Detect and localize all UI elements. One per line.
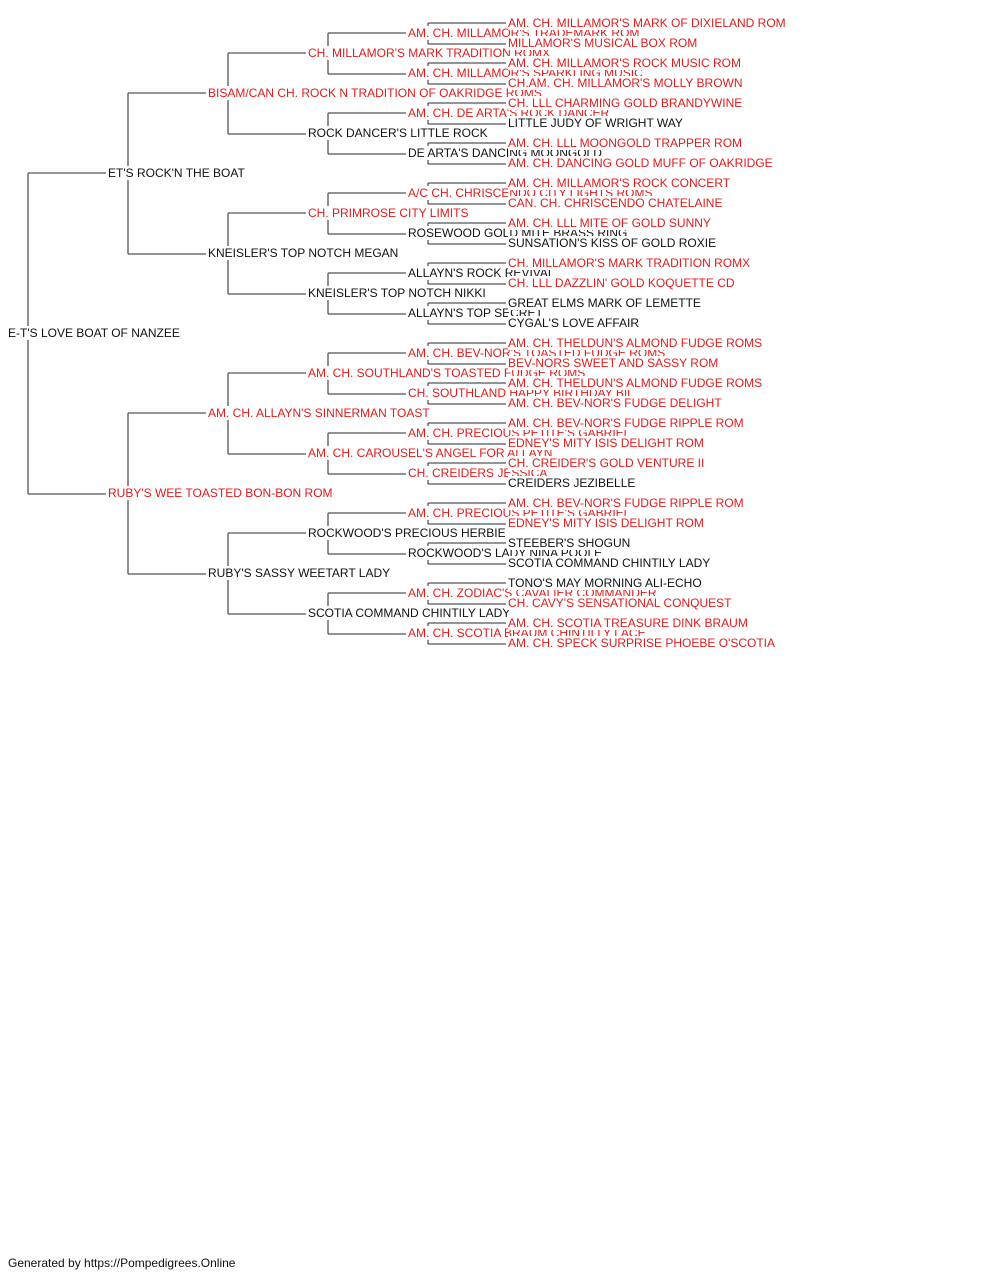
pedigree-entry-pedigree.dam.sire.dam.dam.dam: CREIDERS JEZIBELLE: [508, 476, 638, 490]
pedigree-entry-pedigree.dam.dam.dam.dam.sire: AM. CH. SCOTIA TREASURE DINK BRAUM: [508, 616, 750, 630]
pedigree-entry-pedigree.sire.dam.dam.dam.dam: CYGAL'S LOVE AFFAIR: [508, 316, 642, 330]
pedigree-entry-pedigree.sire.sire.dam.dam.sire: AM. CH. LLL MOONGOLD TRAPPER ROM: [508, 136, 745, 150]
pedigree-entry-pedigree.dam.dam.dam.dam.dam: AM. CH. SPECK SURPRISE PHOEBE O'SCOTIA: [508, 636, 778, 650]
pedigree-entry-pedigree.dam.dam.dam.sire.sire: TONO'S MAY MORNING ALI-ECHO: [508, 576, 704, 590]
pedigree-entry-pedigree.dam.sire: AM. CH. ALLAYN'S SINNERMAN TOAST: [208, 406, 432, 420]
pedigree-entry-pedigree.dam.sire.sire.dam.sire: AM. CH. THELDUN'S ALMOND FUDGE ROMS: [508, 376, 765, 390]
pedigree-entry-pedigree.sire.dam.sire.sire.sire: AM. CH. MILLAMOR'S ROCK CONCERT: [508, 176, 733, 190]
pedigree-entry-pedigree.sire.dam.dam.sire.dam: CH. LLL DAZZLIN' GOLD KOQUETTE CD: [508, 276, 737, 290]
pedigree-entry-pedigree.dam.dam.dam.sire.dam: CH. CAVY'S SENSATIONAL CONQUEST: [508, 596, 734, 610]
pedigree-entry-pedigree.dam.dam.sire.sire.dam: EDNEY'S MITY ISIS DELIGHT ROM: [508, 516, 706, 530]
pedigree-entry-pedigree.dam.sire.dam: AM. CH. CAROUSEL'S ANGEL FOR ALLAYN: [308, 446, 555, 460]
pedigree-entry-pedigree.sire.dam.sire.dam.sire: AM. CH. LLL MITE OF GOLD SUNNY: [508, 216, 713, 230]
pedigree-entry-pedigree.sire.dam: KNEISLER'S TOP NOTCH MEGAN: [208, 246, 401, 260]
pedigree-entry-pedigree.dam.sire.dam.sire.dam: EDNEY'S MITY ISIS DELIGHT ROM: [508, 436, 706, 450]
pedigree-entry-pedigree.dam.dam: RUBY'S SASSY WEETART LADY: [208, 566, 393, 580]
pedigree-entry-pedigree.sire.sire.dam.dam.dam: AM. CH. DANCING GOLD MUFF OF OAKRIDGE: [508, 156, 775, 170]
pedigree-entry-pedigree.sire.dam.sire.dam.dam: SUNSATION'S KISS OF GOLD ROXIE: [508, 236, 719, 250]
pedigree-entry-pedigree.dam.dam.sire.dam.sire: STEEBER'S SHOGUN: [508, 536, 633, 550]
pedigree-entry-pedigree.sire.sire: BISAM/CAN CH. ROCK N TRADITION OF OAKRID…: [208, 86, 544, 100]
pedigree-entry-pedigree.sire.sire.sire.sire.sire: AM. CH. MILLAMOR'S MARK OF DIXIELAND ROM: [508, 16, 788, 30]
pedigree-entry-pedigree.sire.sire.sire.dam.dam: CH.AM. CH. MILLAMOR'S MOLLY BROWN: [508, 76, 745, 90]
pedigree-entry-pedigree.sire.dam.dam.dam.sire: GREAT ELMS MARK OF LEMETTE: [508, 296, 703, 310]
pedigree-entry-pedigree.sire.dam.dam: KNEISLER'S TOP NOTCH NIKKI: [308, 286, 488, 300]
pedigree-entry-pedigree.sire.sire.sire: CH. MILLAMOR'S MARK TRADITION ROMX: [308, 46, 553, 60]
pedigree-entry-pedigree.dam.dam.dam: SCOTIA COMMAND CHINTILY LADY: [308, 606, 513, 620]
generated-by-footer: Generated by https://Pompedigrees.Online: [8, 1256, 236, 1270]
pedigree-entry-pedigree.dam.dam.sire: ROCKWOOD'S PRECIOUS HERBIE: [308, 526, 508, 540]
pedigree-entry-pedigree.dam.sire.dam.dam.sire: CH. CREIDER'S GOLD VENTURE II: [508, 456, 707, 470]
pedigree-entry-pedigree.dam.sire.sire.sire.dam: BEV-NORS SWEET AND SASSY ROM: [508, 356, 721, 370]
pedigree-entry-pedigree.dam.sire.sire.dam.dam: AM. CH. BEV-NOR'S FUDGE DELIGHT: [508, 396, 724, 410]
pedigree-entry-pedigree.sire.sire.dam: ROCK DANCER'S LITTLE ROCK: [308, 126, 490, 140]
pedigree-entry-pedigree.dam.dam.sire.sire.sire: AM. CH. BEV-NOR'S FUDGE RIPPLE ROM: [508, 496, 746, 510]
pedigree-entry-pedigree.sire.dam.dam.sire.sire: CH. MILLAMOR'S MARK TRADITION ROMX: [508, 256, 753, 270]
pedigree-entry-pedigree.dam.sire.sire.sire.sire: AM. CH. THELDUN'S ALMOND FUDGE ROMS: [508, 336, 765, 350]
pedigree-entry-pedigree: E-T'S LOVE BOAT OF NANZEE: [8, 326, 182, 340]
pedigree-entry-pedigree.dam.dam.sire.dam.dam: SCOTIA COMMAND CHINTILY LADY: [508, 556, 713, 570]
pedigree-entry-pedigree.sire.dam.sire: CH. PRIMROSE CITY LIMITS: [308, 206, 471, 220]
pedigree-entry-pedigree.sire.sire.dam.sire.dam: LITTLE JUDY OF WRIGHT WAY: [508, 116, 685, 130]
pedigree-entry-pedigree.sire.sire.dam.sire.sire: CH. LLL CHARMING GOLD BRANDYWINE: [508, 96, 745, 110]
pedigree-entry-pedigree.sire: ET'S ROCK'N THE BOAT: [108, 166, 247, 180]
pedigree-entry-pedigree.sire.sire.sire.dam.sire: AM. CH. MILLAMOR'S ROCK MUSIC ROM: [508, 56, 743, 70]
pedigree-entry-pedigree.dam: RUBY'S WEE TOASTED BON-BON ROM: [108, 486, 335, 500]
pedigree-entry-pedigree.sire.sire.sire.sire.dam: MILLAMOR'S MUSICAL BOX ROM: [508, 36, 700, 50]
pedigree-entry-pedigree.sire.dam.sire.sire.dam: CAN. CH. CHRISCENDO CHATELAINE: [508, 196, 725, 210]
pedigree-entry-pedigree.dam.sire.dam.sire.sire: AM. CH. BEV-NOR'S FUDGE RIPPLE ROM: [508, 416, 746, 430]
